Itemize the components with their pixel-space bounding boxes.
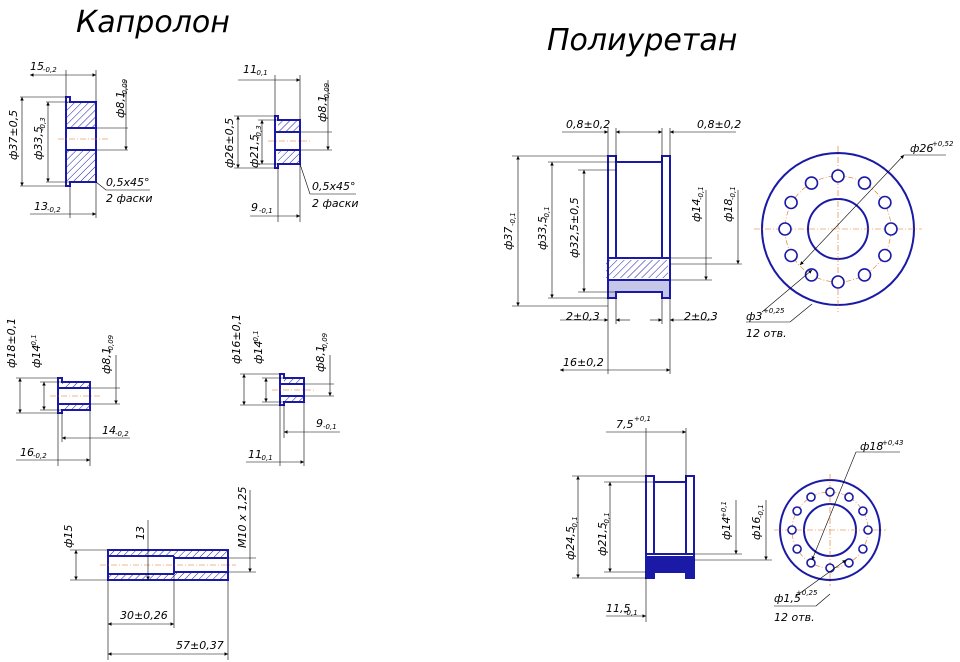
part7-front-view: ф18 +0,43 ф1,5 +0,25 12 отв. (774, 439, 903, 624)
part4-bore-diameter-tol: -0,09 (321, 332, 329, 351)
part1-length-bottom: 13 (34, 200, 48, 213)
part1-outer-diameter: ф37±0,5 (7, 110, 20, 160)
part1-bore-diameter-tol: -0,09 (121, 78, 129, 97)
part3-bushing-drawing: ф18±0,1 ф14 -0,1 ф8,1 -0,09 14 -0,2 16 -… (5, 318, 130, 466)
part3-mid-diameter: ф14 (30, 345, 43, 368)
part7-bore-diameter-tol: +0,1 (720, 501, 728, 518)
part7-mid-diameter-tol: -0,1 (603, 512, 611, 526)
title-kaprolon: Капролон (76, 5, 230, 40)
part3-length-inner-tol: -0,2 (115, 430, 129, 438)
part2-length-top-tol: -0,1 (254, 69, 268, 77)
part5-inner-diameter: 13 (134, 526, 147, 540)
title-polyurethane: Полиуретан (547, 23, 737, 58)
part7-pcd: ф18 (860, 440, 883, 453)
part6-pcd-tol: +0,52 (932, 140, 954, 148)
part6-step-diameter: ф18 (722, 199, 735, 222)
part3-outer-diameter: ф18±0,1 (5, 318, 18, 368)
part1-length-top-tol: -0,2 (43, 66, 57, 74)
part2-mid-diameter: ф21,5 (248, 134, 261, 168)
part2-length-bottom: 9 (251, 201, 258, 214)
part4-mid-diameter: ф14 (252, 341, 265, 364)
part7-roller-section: 7,5 +0,1 ф24,5 -0,1 ф21,5 -0,1 ф14 +0,1 … (564, 415, 772, 622)
part4-outer-diameter: ф16±0,1 (230, 314, 243, 364)
part7-width-tol: +0,1 (634, 415, 651, 423)
part7-pcd-tol: +0,43 (882, 439, 903, 447)
part1-mid-diameter-tol: -0,3 (39, 117, 47, 131)
part2-chamfer: 0,5x45° (312, 180, 356, 193)
part2-mid-diameter-tol: -0,3 (255, 125, 263, 139)
part6-hole-count: 12 отв. (746, 327, 787, 340)
part6-flange-left: 0,8±0,2 (566, 118, 610, 131)
part7-hole-diameter: ф1,5 (774, 592, 801, 605)
part5-thread: M10 x 1,25 (236, 487, 249, 548)
part7-outer-diameter: ф24,5 (564, 526, 577, 560)
part1-length-bottom-tol: -0,2 (47, 206, 61, 214)
part7-hole-pattern (787, 487, 873, 573)
part7-mid-diameter: ф21,5 (596, 522, 609, 556)
part6-rim-left: 2±0,3 (566, 310, 600, 323)
part1-mid-diameter: ф33,5 (32, 126, 45, 160)
part7-width: 7,5 (616, 418, 634, 431)
part7-step-diameter-tol: -0,1 (757, 504, 765, 518)
part4-length-inner-tol: -0,1 (323, 423, 337, 431)
part1-chamfer-note: 2 фаски (106, 192, 152, 205)
part2-bore-diameter: ф8,1 (316, 95, 329, 122)
part5-length-inner: 30±0,26 (120, 609, 168, 622)
part1-chamfer: 0,5x45° (106, 176, 150, 189)
part2-length-bottom-tol: -0,1 (259, 207, 273, 215)
part3-bore-diameter-tol: -0,09 (107, 334, 115, 353)
part6-rim-right: 2±0,3 (684, 310, 718, 323)
part6-outer-diameter-tol: -0,1 (509, 212, 517, 226)
part3-length-total: 16 (20, 446, 34, 459)
part6-outer-diameter: ф37 (502, 227, 515, 250)
part6-hole-diameter: ф3 (746, 310, 762, 323)
part7-outer-diameter-tol: -0,1 (571, 516, 579, 530)
part4-bushing-drawing: ф16±0,1 ф14 -0,1 ф8,1 -0,09 9 -0,1 11 -0… (230, 314, 340, 466)
part4-mid-diameter-tol: -0,1 (252, 330, 260, 344)
part5-sleeve-drawing: ф15 13 M10 x 1,25 30±0,26 57±0,37 (62, 487, 256, 660)
part7-step-diameter: ф16 (750, 517, 763, 540)
part6-step-diameter-tol: -0,1 (729, 186, 737, 200)
part4-bore-diameter: ф8,1 (314, 345, 327, 372)
part1-bushing-drawing: 15 -0,2 ф37±0,5 ф33,5 -0,3 ф8,1 -0,09 0,… (7, 60, 152, 218)
part2-chamfer-note: 2 фаски (312, 197, 358, 210)
part3-bore-diameter: ф8,1 (100, 347, 113, 374)
part2-length-top: 11 (243, 63, 257, 76)
part3-mid-diameter-tol: -0,1 (30, 334, 38, 348)
part6-flange-right: 0,8±0,2 (697, 118, 741, 131)
part5-length-total: 57±0,37 (176, 639, 224, 652)
part2-outer-diameter: ф26±0,5 (223, 118, 236, 168)
part1-length-top: 15 (30, 60, 44, 73)
part6-length: 16±0,2 (563, 356, 604, 369)
part6-bore-diameter: ф14 (690, 199, 703, 222)
part7-hole-diameter-tol: +0,25 (796, 589, 818, 597)
part6-front-view: ф26 +0,52 ф3 +0,25 12 отв. (746, 140, 954, 340)
part3-length-inner: 14 (102, 424, 116, 437)
part4-length-total: 11 (248, 448, 262, 461)
part7-length: 11,5 (606, 602, 631, 615)
part4-length-inner: 9 (316, 417, 323, 430)
part3-length-total-tol: -0,2 (33, 452, 47, 460)
part7-bore-diameter: ф14 (720, 517, 733, 540)
part2-bore-diameter-tol: -0,09 (323, 82, 331, 101)
part2-bushing-drawing: 11 -0,1 ф26±0,5 ф21,5 -0,3 ф8,1 -0,09 0,… (223, 63, 358, 222)
part6-mid-diameter: ф33,5 (536, 216, 549, 250)
part6-bore-diameter-tol: -0,1 (697, 186, 705, 200)
part1-bore-diameter: ф8,1 (114, 91, 127, 118)
part4-length-total-tol: -0,1 (259, 454, 273, 462)
part5-outer-diameter: ф15 (62, 525, 75, 548)
part6-hole-diameter-tol: +0,25 (763, 307, 785, 315)
part6-roller-section: 0,8±0,2 0,8±0,2 ф37 -0,1 ф33,5 -0,1 ф32,… (502, 118, 742, 374)
part6-mid-diameter-tol: -0,1 (543, 206, 551, 220)
part7-length-tol: -0,1 (624, 609, 638, 617)
part6-groove-diameter: ф32,5±0,5 (568, 197, 581, 258)
part7-hole-count: 12 отв. (774, 611, 815, 624)
part6-pcd: ф26 (910, 142, 933, 155)
